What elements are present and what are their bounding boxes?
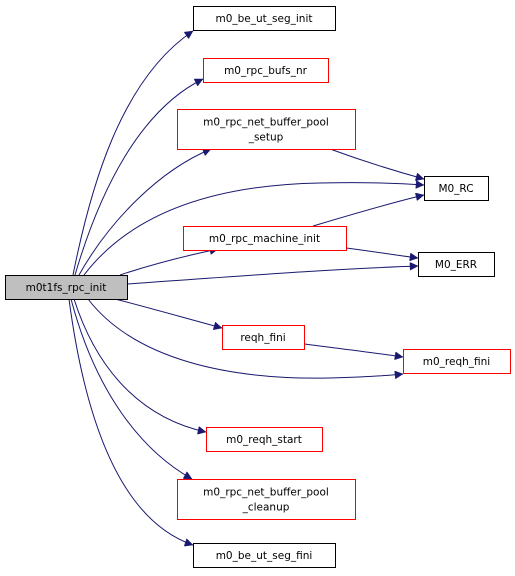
- node-box: [193, 6, 336, 31]
- node-label: m0t1fs_rpc_init: [26, 282, 107, 294]
- node-label: _setup: [248, 132, 284, 144]
- node-be_ut_seg_fini[interactable]: m0_be_ut_seg_fini: [193, 543, 336, 568]
- edges-layer: [68, 30, 424, 545]
- edge-root-to-be_ut_seg_fini: [68, 298, 193, 545]
- node-box: [193, 543, 336, 568]
- node-box: [403, 349, 511, 374]
- edge-root-to-m0_reqh_start: [73, 298, 206, 432]
- edge-root-to-m0_reqh_fini: [87, 298, 403, 378]
- node-rpc_machine_init[interactable]: m0_rpc_machine_init: [183, 226, 347, 251]
- node-label: _cleanup: [242, 502, 290, 514]
- edge-root-to-reqh_fini: [114, 298, 222, 328]
- node-box: [418, 252, 495, 277]
- node-rpc_bufs_nr[interactable]: m0_rpc_bufs_nr: [203, 58, 329, 83]
- edge-root-to-rpc_machine_init: [119, 249, 218, 276]
- node-label: m0_be_ut_seg_fini: [216, 550, 313, 562]
- nodes-layer: m0t1fs_rpc_init m0_be_ut_seg_init m0_rpc_b…: [5, 6, 511, 568]
- edge-root-to-be_ut_seg_init: [72, 30, 193, 276]
- node-label: m0_rpc_machine_init: [209, 233, 320, 245]
- node-label: m0_be_ut_seg_init: [215, 13, 312, 25]
- node-label: m0_rpc_net_buffer_pool: [203, 117, 329, 129]
- node-m0_err[interactable]: M0_ERR: [418, 252, 495, 277]
- node-label: m0_rpc_net_buffer_pool: [203, 487, 329, 499]
- node-label: m0_rpc_bufs_nr: [224, 65, 308, 77]
- node-label: M0_ERR: [435, 259, 477, 271]
- node-rpc_net_buffer_pool_cleanup[interactable]: m0_rpc_net_buffer_pool _cleanup: [177, 479, 356, 520]
- node-box: [177, 479, 356, 520]
- node-rpc_net_buffer_pool_setup[interactable]: m0_rpc_net_buffer_pool _setup: [177, 109, 356, 150]
- node-box: [206, 427, 323, 452]
- node-m0_reqh_start[interactable]: m0_reqh_start: [206, 427, 323, 452]
- node-box: [424, 176, 489, 201]
- node-label: m0_reqh_start: [226, 434, 302, 446]
- node-box: [203, 58, 329, 83]
- node-m0_reqh_fini[interactable]: m0_reqh_fini: [403, 349, 511, 374]
- node-label: M0_RC: [438, 183, 473, 195]
- edge-rpc_net_buffer_pool_setup-to-m0_rc: [329, 148, 424, 179]
- edge-root-to-m0_rc: [83, 183, 424, 276]
- edge-root-to-rpc_net_buffer_pool_cleanup: [70, 298, 192, 480]
- edge-root-to-rpc_bufs_nr: [74, 78, 203, 276]
- node-box: [222, 325, 305, 350]
- edge-rpc_machine_init-to-m0_rc: [312, 195, 424, 227]
- node-reqh_fini[interactable]: reqh_fini: [222, 325, 305, 350]
- node-label: reqh_fini: [240, 332, 285, 344]
- edge-reqh_fini-to-m0_reqh_fini: [303, 343, 403, 357]
- node-root: m0t1fs_rpc_init: [5, 275, 128, 300]
- edge-root-to-m0_err: [126, 266, 418, 285]
- node-box: [5, 275, 128, 300]
- node-box: [183, 226, 347, 251]
- node-m0_rc[interactable]: M0_RC: [424, 176, 489, 201]
- node-box: [177, 109, 356, 150]
- edge-rpc_machine_init-to-m0_err: [345, 247, 418, 258]
- node-label: m0_reqh_fini: [423, 356, 490, 368]
- edge-root-to-rpc_net_buffer_pool_setup: [78, 149, 211, 276]
- node-be_ut_seg_init[interactable]: m0_be_ut_seg_init: [193, 6, 336, 31]
